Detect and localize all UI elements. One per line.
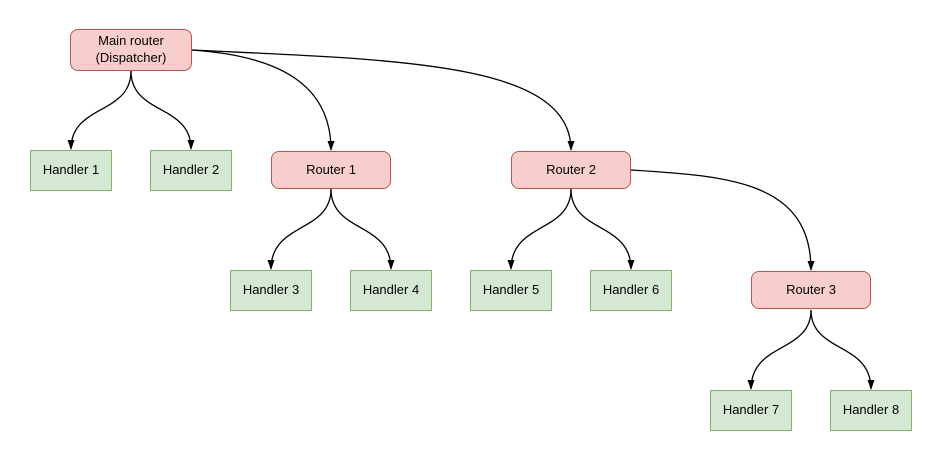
node-handler-2: Handler 2 [150, 150, 232, 191]
node-handler-5-label: Handler 5 [482, 282, 540, 298]
edge-router2-to-handler6 [570, 188, 635, 270]
edge-main-to-handler1 [67, 70, 132, 150]
node-main-router-label-line2: (Dispatcher) [95, 50, 167, 65]
node-router-2-label: Router 2 [546, 161, 596, 177]
node-handler-1-label: Handler 1 [42, 162, 100, 178]
node-handler-8: Handler 8 [830, 390, 912, 431]
node-handler-3-label: Handler 3 [242, 282, 300, 298]
edge-router2-to-router3 [630, 169, 815, 271]
node-handler-6: Handler 6 [590, 270, 672, 311]
node-handler-2-label: Handler 2 [162, 162, 220, 178]
edge-router3-to-handler8 [810, 309, 875, 390]
node-main-router: Main router (Dispatcher) [70, 29, 192, 71]
node-handler-7-label: Handler 7 [722, 402, 780, 418]
edge-main-to-router1 [191, 49, 335, 151]
node-handler-3: Handler 3 [230, 270, 312, 311]
node-router-1: Router 1 [271, 151, 391, 189]
node-handler-4: Handler 4 [350, 270, 432, 311]
node-router-1-label: Router 1 [306, 161, 356, 177]
edge-main-to-router2 [191, 49, 575, 151]
node-router-2: Router 2 [511, 151, 631, 189]
node-handler-5: Handler 5 [470, 270, 552, 311]
node-handler-1: Handler 1 [30, 150, 112, 191]
edge-router1-to-handler3 [267, 188, 332, 270]
edge-router1-to-handler4 [330, 188, 395, 270]
edge-router3-to-handler7 [747, 309, 812, 390]
node-router-3-label: Router 3 [786, 281, 836, 297]
node-handler-7: Handler 7 [710, 390, 792, 431]
node-handler-4-label: Handler 4 [362, 282, 420, 298]
node-handler-6-label: Handler 6 [602, 282, 660, 298]
edge-main-to-handler2 [130, 70, 195, 150]
edge-router2-to-handler5 [507, 188, 572, 270]
node-handler-8-label: Handler 8 [842, 402, 900, 418]
node-main-router-label-line1: Main router [98, 33, 164, 49]
node-router-3: Router 3 [751, 271, 871, 309]
